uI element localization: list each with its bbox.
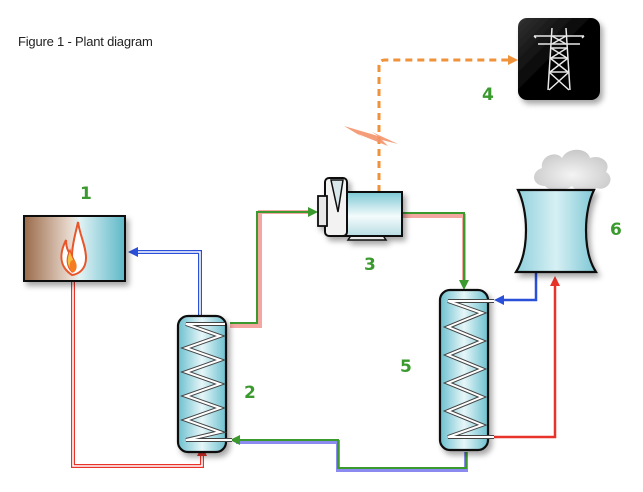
transmission-tower-icon xyxy=(533,27,585,91)
flame-icon xyxy=(60,221,88,277)
heat-exchanger xyxy=(176,314,232,454)
label-turbine: 3 xyxy=(364,255,376,275)
cooling-tower xyxy=(513,188,599,274)
cold-water-pipe-exchanger-to-boiler xyxy=(128,247,202,316)
vapor-pipe-turbine-to-condenser xyxy=(402,212,469,290)
label-cooling-tower: 6 xyxy=(610,220,622,240)
figure-caption: Figure 1 - Plant diagram xyxy=(18,34,153,49)
label-heat-exchanger: 2 xyxy=(244,383,256,403)
liquid-pipe-condenser-to-exchanger xyxy=(230,435,468,472)
label-condenser: 5 xyxy=(400,357,412,377)
cold-water-pipe-tower-to-condenser xyxy=(494,272,538,305)
hot-water-pipe-condenser-to-tower xyxy=(492,276,560,439)
power-grid xyxy=(518,18,600,100)
label-power-grid: 4 xyxy=(482,85,494,105)
vapor-pipe-exchanger-to-turbine xyxy=(230,207,318,328)
condenser xyxy=(438,288,494,452)
label-boiler: 1 xyxy=(80,184,92,204)
electric-line-turbine-to-grid xyxy=(377,55,518,192)
lightning-icon xyxy=(344,126,398,146)
cloud-icon xyxy=(534,149,611,192)
turbine-generator xyxy=(317,177,403,241)
